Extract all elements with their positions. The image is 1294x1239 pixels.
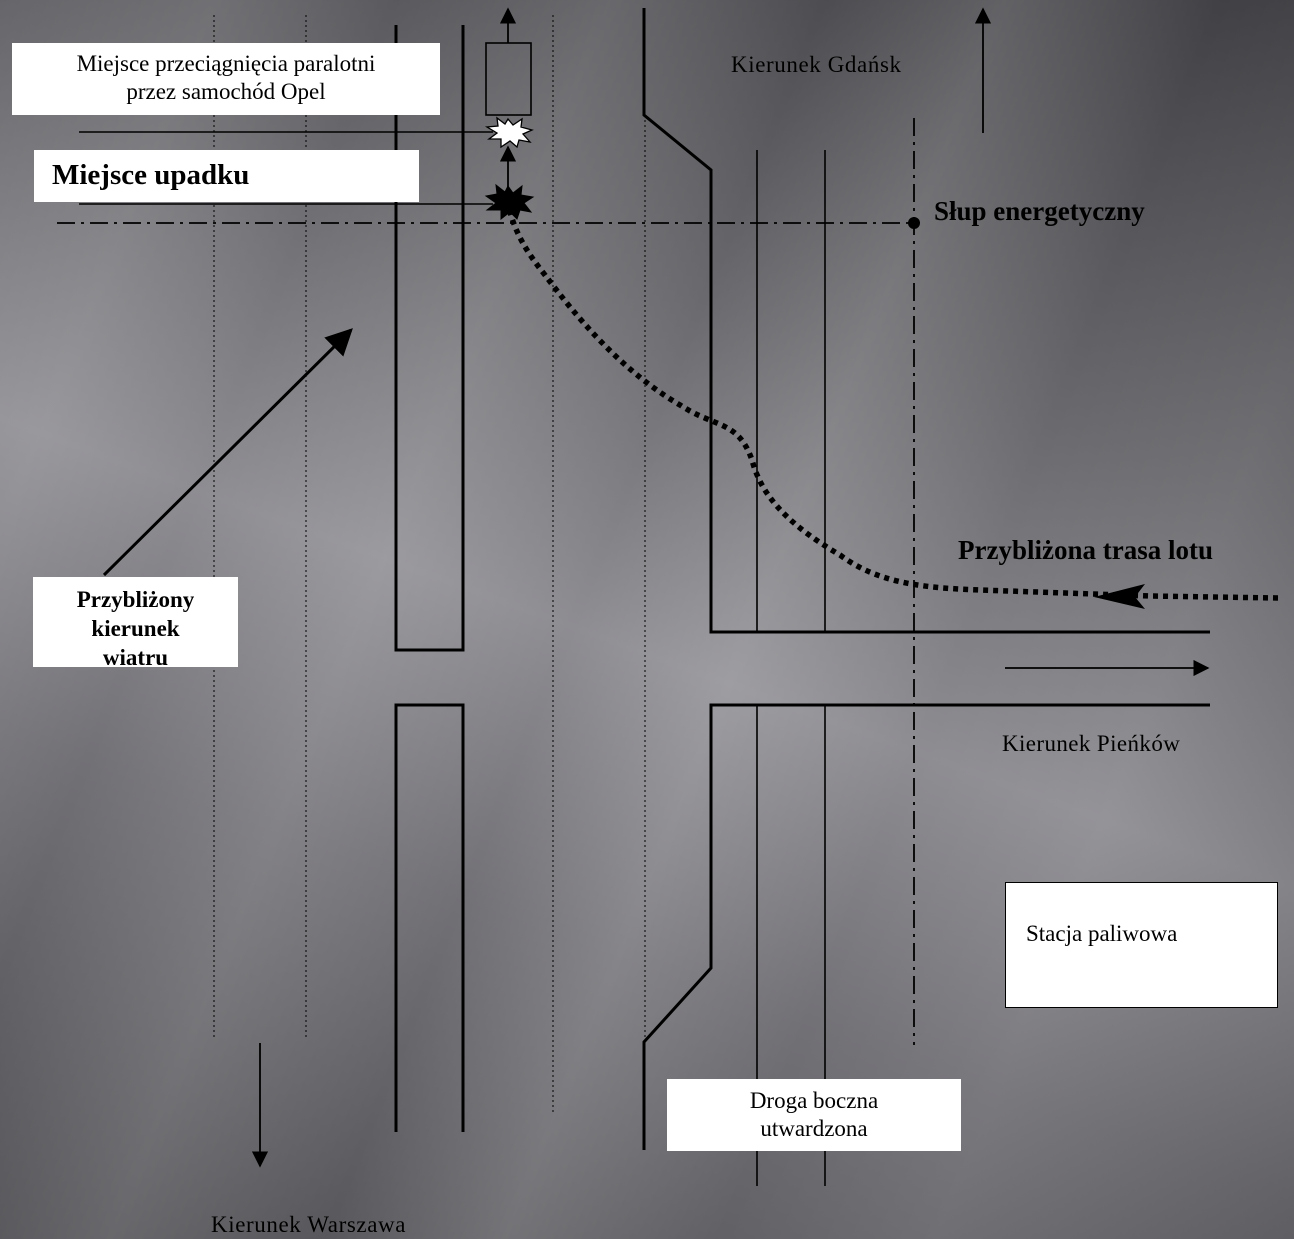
side-road-label-line-1: Droga boczna	[749, 1088, 879, 1113]
median-strip	[394, 25, 465, 1132]
side-road-label: Droga boczna utwardzona	[667, 1079, 961, 1151]
pole-dot-icon	[908, 217, 920, 229]
power-pole-label: Słup energetyczny	[934, 196, 1145, 226]
car-drag-label-line-1: Miejsce przeciągnięcia paralotni	[76, 51, 376, 76]
gdansk-direction-label: Kierunek Gdańsk	[731, 52, 902, 77]
wind-direction-label: Przybliżony kierunek wiatru	[33, 577, 238, 667]
flight-path-label: Przybliżona trasa lotu	[958, 535, 1213, 565]
fall-location-text: Miejsce upadku	[52, 159, 250, 191]
gas-station-box: Stacja paliwowa	[1005, 882, 1278, 1008]
side-road-lines	[756, 150, 826, 1186]
pienkow-direction-label: Kierunek Pieńków	[1002, 731, 1181, 756]
side-road-label-line-2: utwardzona	[760, 1116, 868, 1141]
car-drag-location-label: Miejsce przeciągnięcia paralotni przez s…	[12, 43, 440, 115]
power-line	[57, 118, 915, 1045]
gas-station-label: Stacja paliwowa	[1026, 921, 1178, 946]
drag-point-outlined-starburst-icon	[484, 116, 534, 149]
wind-label-line-3: wiatru	[102, 645, 169, 667]
leader-lines	[79, 131, 493, 205]
wind-arrow	[102, 328, 353, 577]
car-drag-label-line-2: przez samochód Opel	[126, 79, 326, 104]
warszawa-direction-label: Kierunek Warszawa	[211, 1212, 407, 1237]
flight-direction-arrow-icon	[1094, 584, 1145, 609]
fall-location-label: Miejsce upadku	[34, 150, 419, 202]
road-edges	[642, 8, 1210, 1150]
wind-label-line-2: kierunek	[91, 616, 180, 641]
wind-label-line-1: Przybliżony	[76, 587, 195, 612]
car-rectangle	[485, 42, 532, 116]
flight-path	[505, 204, 1279, 601]
